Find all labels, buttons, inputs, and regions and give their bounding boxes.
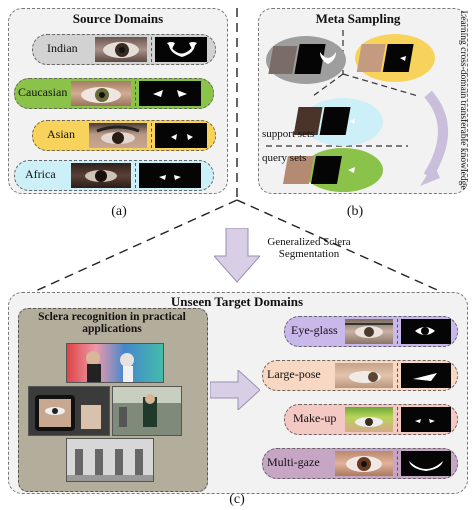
side-text: Learning cross-domain transferable knowl… — [458, 10, 468, 190]
caption-c: (c) — [229, 492, 245, 507]
sclera-mask — [413, 373, 437, 381]
domain-label-indian: Indian — [47, 41, 78, 55]
eye-image-eye-glass — [345, 319, 393, 344]
target-label-make-up: Make-up — [293, 411, 337, 425]
photo-drawing — [67, 449, 153, 481]
domain-africa: Africa — [14, 160, 214, 191]
target-eye-glass: Eye-glass — [284, 316, 458, 347]
photo-drawing — [86, 351, 134, 382]
sclera-mask — [167, 42, 197, 57]
eye-image-make-up — [345, 407, 393, 432]
divider — [135, 81, 137, 106]
target-large-pose: Large-pose — [262, 360, 458, 391]
caption-a: (a) — [111, 204, 127, 219]
eye-drawing — [103, 42, 139, 58]
caption-b: (b) — [346, 204, 364, 219]
domain-asian: Asian — [32, 120, 216, 151]
domain-label-africa: Africa — [25, 167, 56, 181]
down-arrow — [214, 228, 260, 283]
divider — [135, 163, 137, 188]
eye-image-caucasian — [71, 81, 131, 106]
eye-drawing — [85, 170, 117, 182]
eye-image-indian — [95, 37, 147, 62]
photo-drawing — [113, 387, 181, 427]
photo-phone-selfie — [66, 343, 164, 383]
mask-image-make-up — [401, 407, 451, 432]
eye-drawing — [96, 125, 140, 144]
divider — [397, 319, 399, 344]
sclera-mask — [415, 419, 435, 423]
unseen-target-title: Unseen Target Domains — [170, 294, 304, 309]
divider — [397, 451, 399, 476]
eye-drawing — [349, 371, 381, 383]
support-sets-label: support sets — [262, 128, 315, 140]
eye-drawing — [345, 323, 393, 338]
target-label-multi-gaze: Multi-gaze — [267, 455, 320, 469]
right-arrow — [210, 370, 260, 410]
divider — [397, 363, 399, 388]
meta-sampling-diagram — [266, 30, 448, 192]
sclera-mask — [409, 461, 443, 471]
applications-title: Sclera recognition in practical applicat… — [38, 311, 186, 335]
divider — [151, 123, 153, 148]
arrow-label: Generalized Sclera Segmentation — [267, 236, 351, 260]
mask-image-multi-gaze — [401, 451, 451, 476]
meta-sampling-title: Meta Sampling — [315, 11, 401, 26]
photo-border-check — [112, 386, 182, 436]
eye-image-asian — [89, 123, 147, 148]
sclera-mask — [415, 327, 435, 335]
sclera-mask — [171, 134, 193, 140]
domain-indian: Indian — [32, 34, 216, 65]
target-label-eye-glass: Eye-glass — [291, 323, 338, 337]
mask-image-africa — [139, 163, 201, 188]
sclera-mask — [153, 90, 187, 97]
domain-label-asian: Asian — [47, 127, 75, 141]
eye-drawing — [346, 456, 382, 472]
query-sets-label: query sets — [262, 152, 307, 164]
source-domains-title: Source Domains — [72, 11, 164, 26]
eye-drawing — [355, 417, 383, 427]
target-label-large-pose: Large-pose — [267, 367, 321, 381]
domain-label-caucasian: Caucasian — [18, 85, 68, 99]
sclera-mask — [159, 175, 181, 180]
mask-image-asian — [155, 123, 207, 148]
eye-image-africa — [71, 163, 131, 188]
divider — [151, 37, 153, 62]
mask-image-caucasian — [139, 81, 201, 106]
domain-caucasian: Caucasian — [14, 78, 214, 109]
target-multi-gaze: Multi-gaze — [262, 448, 458, 479]
mask-image-large-pose — [401, 363, 451, 388]
eye-drawing — [81, 87, 121, 103]
photo-phone-scan — [28, 386, 110, 436]
mask-image-eye-glass — [401, 319, 451, 344]
target-make-up: Make-up — [284, 404, 458, 435]
photo-drawing — [35, 395, 101, 431]
eye-image-large-pose — [335, 363, 393, 388]
photo-gates — [66, 438, 154, 482]
eye-image-multi-gaze — [335, 451, 393, 476]
divider — [397, 407, 399, 432]
mask-image-indian — [155, 37, 207, 62]
